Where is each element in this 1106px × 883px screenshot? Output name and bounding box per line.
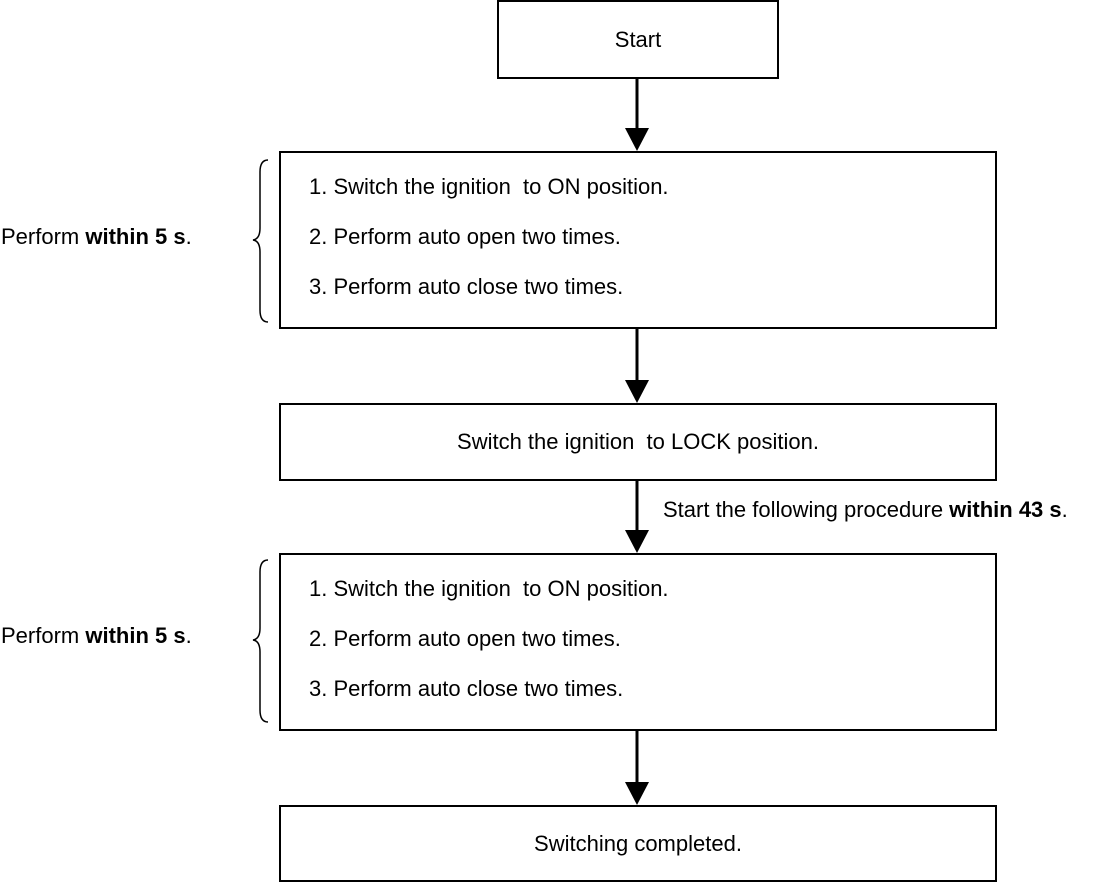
- step-item: 3. Perform auto close two times.: [309, 271, 669, 321]
- procedure-note-emphasis: within 43 s: [949, 497, 1062, 522]
- step-text: Perform auto open two times.: [333, 626, 621, 651]
- timing-note-prefix: Perform: [1, 623, 86, 648]
- step-text: Perform auto close two times.: [333, 274, 624, 299]
- steps-box-2: 1. Switch the ignition to ON position. 2…: [279, 553, 997, 731]
- step-text: Perform auto open two times.: [333, 224, 621, 249]
- steps-box-1: 1. Switch the ignition to ON position. 2…: [279, 151, 997, 329]
- step-text: Switch the ignition to ON position.: [333, 174, 669, 199]
- step-number: 3.: [309, 274, 328, 299]
- procedure-timing-note: Start the following procedure within 43 …: [663, 497, 1068, 523]
- step-number: 2.: [309, 626, 328, 651]
- step-number: 1.: [309, 576, 328, 601]
- step-item: 2. Perform auto open two times.: [309, 221, 669, 271]
- arrowhead-steps-1-to-lock: [625, 380, 649, 403]
- arrowhead-steps-2-to-end: [625, 782, 649, 805]
- step-number: 1.: [309, 174, 328, 199]
- brace-group-2: [252, 559, 269, 723]
- steps-list-1: 1. Switch the ignition to ON position. 2…: [309, 171, 669, 321]
- timing-note-suffix: .: [185, 224, 192, 249]
- arrowhead-lock-to-steps-2: [625, 530, 649, 553]
- lock-box: Switch the ignition to LOCK position.: [279, 403, 997, 481]
- timing-note-suffix: .: [185, 623, 192, 648]
- timing-note-1: Perform within 5 s.: [1, 224, 192, 250]
- start-box: Start: [497, 0, 779, 79]
- steps-list-2: 1. Switch the ignition to ON position. 2…: [309, 573, 669, 723]
- start-label: Start: [614, 26, 662, 52]
- end-label: Switching completed.: [534, 830, 742, 856]
- step-item: 2. Perform auto open two times.: [309, 623, 669, 673]
- procedure-note-suffix: .: [1061, 497, 1068, 522]
- arrowhead-start-to-steps-1: [625, 128, 649, 151]
- timing-note-emphasis: within 5 s: [85, 224, 186, 249]
- step-item: 1. Switch the ignition to ON position.: [309, 573, 669, 623]
- step-number: 3.: [309, 676, 328, 701]
- lock-label: Switch the ignition to LOCK position.: [457, 429, 819, 454]
- brace-group-1: [252, 159, 269, 323]
- step-text: Perform auto close two times.: [333, 676, 624, 701]
- step-item: 3. Perform auto close two times.: [309, 673, 669, 723]
- step-item: 1. Switch the ignition to ON position.: [309, 171, 669, 221]
- timing-note-2: Perform within 5 s.: [1, 623, 192, 649]
- timing-note-emphasis: within 5 s: [85, 623, 186, 648]
- step-text: Switch the ignition to ON position.: [333, 576, 669, 601]
- end-box: Switching completed.: [279, 805, 997, 882]
- step-number: 2.: [309, 224, 328, 249]
- timing-note-prefix: Perform: [1, 224, 86, 249]
- procedure-note-prefix: Start the following procedure: [663, 497, 950, 522]
